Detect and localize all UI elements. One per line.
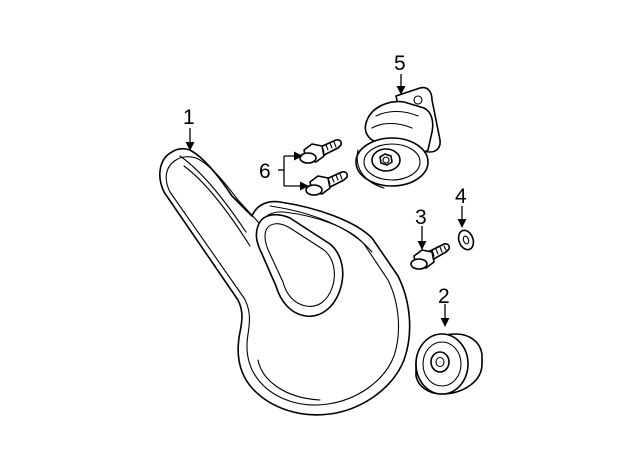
callout-leaders (185, 74, 467, 327)
callout-2: 2 (438, 285, 450, 308)
washer (457, 229, 475, 251)
tensioner-bolt-lower (305, 171, 349, 196)
belt-tensioner (355, 86, 441, 189)
callout-6: 6 (259, 160, 271, 183)
idler-pulley (415, 333, 483, 395)
idler-pulley-bolt (410, 243, 451, 270)
callout-1: 1 (183, 106, 195, 129)
tensioner-bolt-upper (299, 139, 343, 164)
callout-3: 3 (415, 206, 427, 229)
serpentine-belt (159, 147, 411, 416)
callout-5: 5 (394, 52, 406, 75)
callout-labels: 1 2 3 4 5 6 (183, 52, 467, 308)
callout-4: 4 (455, 185, 467, 208)
leader-6 (278, 151, 309, 191)
